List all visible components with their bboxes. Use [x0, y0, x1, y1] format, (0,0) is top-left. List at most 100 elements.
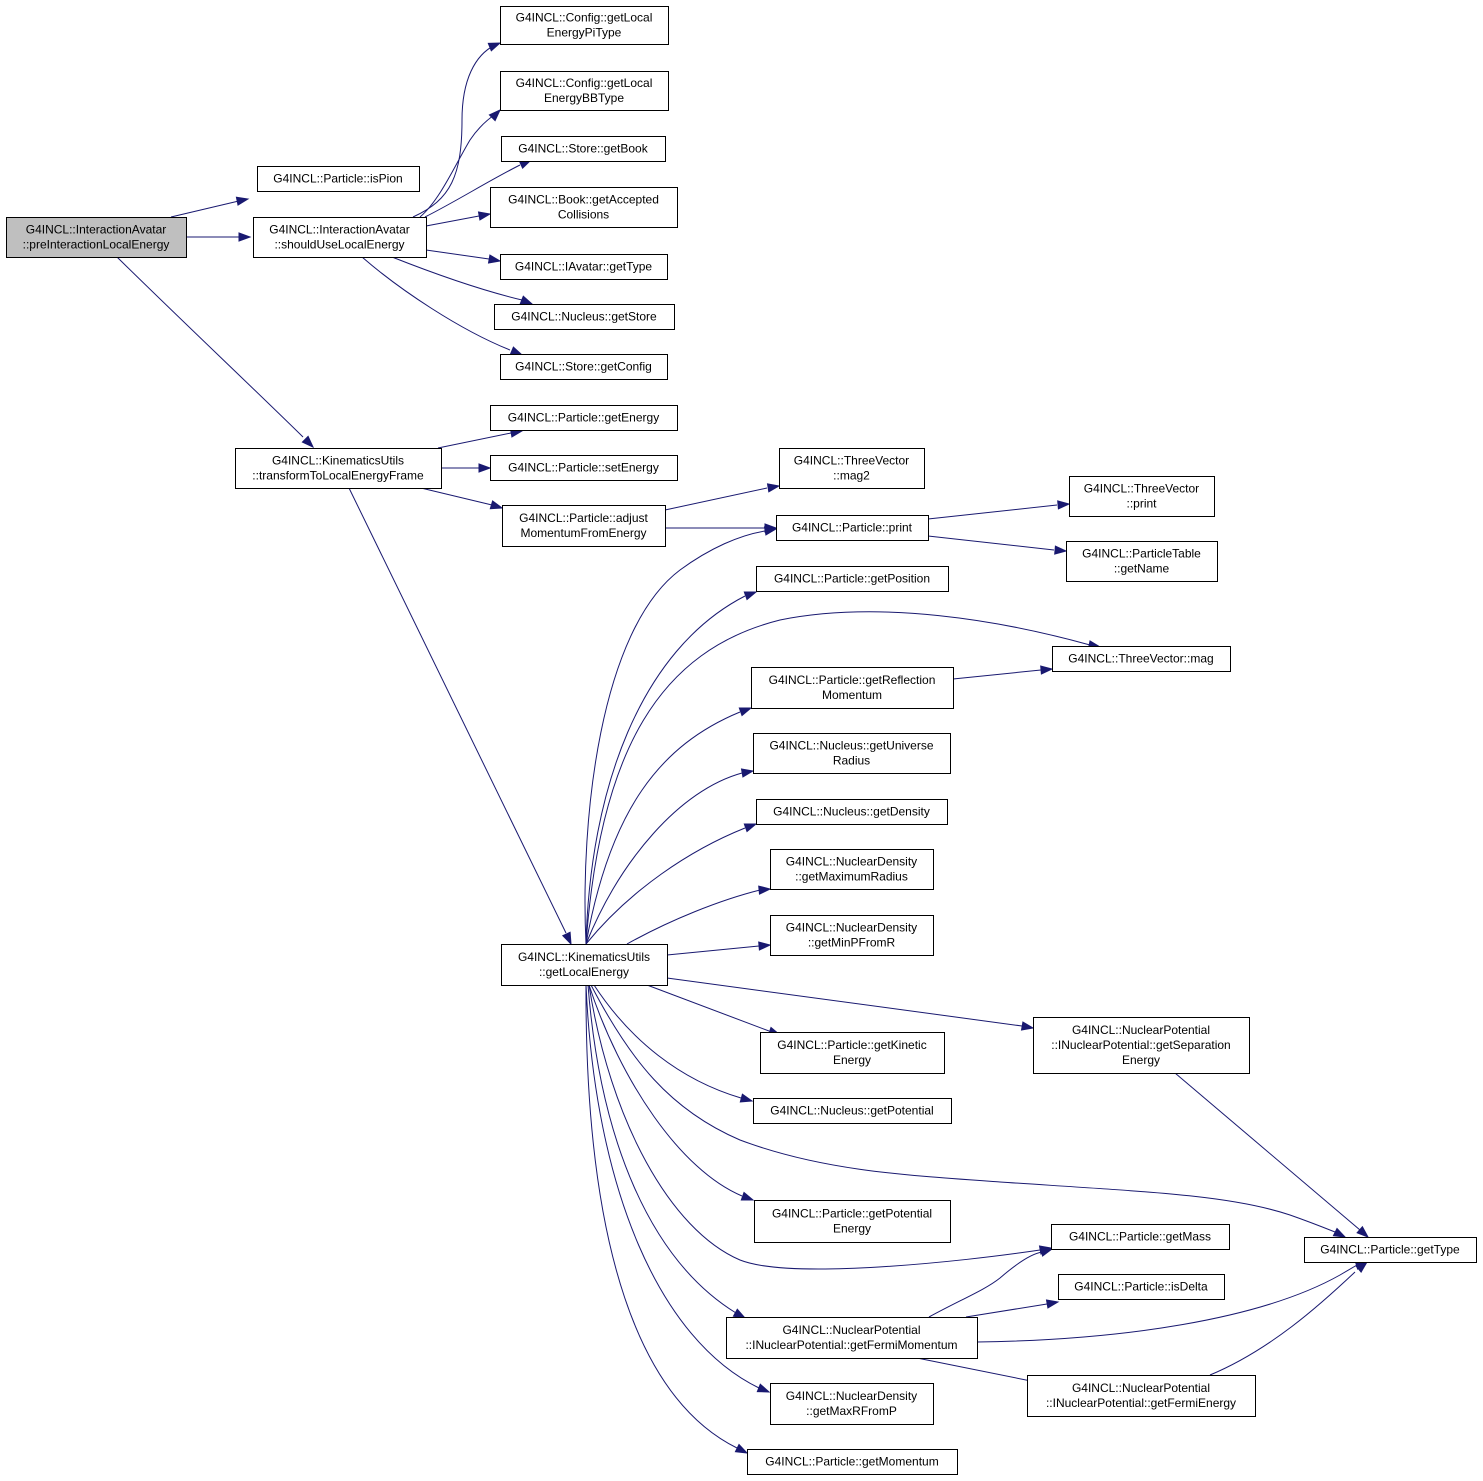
arrowhead-icon: [487, 42, 502, 52]
edge-line: [952, 669, 1042, 680]
node-maxRFromP[interactable]: G4INCL::NuclearDensity::getMaxRFromP: [770, 1383, 934, 1425]
node-label: G4INCL::KinematicsUtils: [518, 950, 650, 964]
arrowhead-icon: [1355, 1261, 1369, 1273]
edge-line: [419, 112, 498, 218]
edge-line: [116, 256, 304, 438]
edge-line: [585, 984, 738, 1449]
arrowhead-icon: [238, 232, 252, 242]
node-getEnergy[interactable]: G4INCL::Particle::getEnergy: [490, 405, 678, 431]
node-box: [500, 254, 668, 280]
edge-line: [1174, 1072, 1361, 1231]
edge-pprint: [927, 500, 1071, 520]
node-box: [490, 455, 678, 481]
node-storeConfig[interactable]: G4INCL::Store::getConfig: [500, 354, 668, 380]
node-box: [1304, 1237, 1477, 1263]
node-iavType[interactable]: G4INCL::IAvatar::getType: [500, 254, 668, 280]
node-label: Collisions: [558, 208, 609, 222]
node-nucStore[interactable]: G4INCL::Nucleus::getStore: [494, 304, 675, 330]
edge-fermiMom: [976, 1260, 1369, 1343]
node-box: [1058, 1274, 1225, 1300]
node-box: [257, 166, 420, 192]
node-label: ::INuclearPotential::getSeparation: [1051, 1038, 1230, 1052]
node-nucPot[interactable]: G4INCL::Nucleus::getPotential: [753, 1098, 952, 1124]
node-label: G4INCL::Particle::isDelta: [1074, 1280, 1208, 1294]
node-label: MomentumFromEnergy: [520, 526, 646, 540]
node-sepEnergy[interactable]: G4INCL::NuclearPotential::INuclearPotent…: [1033, 1017, 1250, 1074]
edge-getLocal: [587, 984, 747, 1319]
edge-shouldUse: [425, 211, 492, 227]
node-getType[interactable]: G4INCL::Particle::getType: [1304, 1237, 1477, 1263]
arrowhead-icon: [489, 500, 504, 510]
node-adjust[interactable]: G4INCL::Particle::adjustMomentumFromEner…: [502, 505, 666, 547]
node-box: [756, 566, 949, 592]
edge-line: [585, 984, 760, 1389]
arrowhead-icon: [1045, 1299, 1060, 1309]
edge-line: [590, 984, 1336, 1233]
node-maxRad[interactable]: G4INCL::NuclearDensity::getMaximumRadius: [770, 849, 934, 890]
node-box: [756, 799, 948, 825]
node-fermiEn[interactable]: G4INCL::NuclearPotential::INuclearPotent…: [1027, 1375, 1256, 1417]
node-label: G4INCL::Config::getLocal: [516, 76, 653, 90]
arrowhead-icon: [738, 707, 753, 717]
edge-line: [437, 432, 512, 449]
edge-transform: [441, 463, 492, 473]
arrowhead-icon: [766, 483, 781, 493]
node-storeBook[interactable]: G4INCL::Store::getBook: [501, 136, 666, 162]
node-fermiMom[interactable]: G4INCL::NuclearPotential::INuclearPotent…: [726, 1317, 978, 1359]
node-mag[interactable]: G4INCL::ThreeVector::mag: [1052, 646, 1231, 672]
edge-line: [348, 487, 567, 934]
node-getPos[interactable]: G4INCL::Particle::getPosition: [756, 566, 949, 592]
node-getLocal[interactable]: G4INCL::KinematicsUtils::getLocalEnergy: [501, 944, 668, 986]
node-transform[interactable]: G4INCL::KinematicsUtils::transformToLoca…: [235, 448, 442, 489]
edge-line: [170, 199, 244, 218]
node-getMass[interactable]: G4INCL::Particle::getMass: [1051, 1224, 1230, 1250]
node-box: [490, 405, 678, 431]
node-label: Energy: [833, 1053, 871, 1067]
node-label: G4INCL::Particle::print: [792, 521, 913, 535]
node-setEnergy[interactable]: G4INCL::Particle::setEnergy: [490, 455, 678, 481]
node-label: EnergyBBType: [544, 91, 624, 105]
node-label: G4INCL::Nucleus::getUniverse: [769, 739, 933, 753]
edge-fermiMom: [916, 1357, 1044, 1386]
edge-line: [585, 611, 1091, 945]
arrowhead-icon: [763, 526, 778, 536]
node-isPion[interactable]: G4INCL::Particle::isPion: [257, 166, 420, 192]
node-box: [1027, 1375, 1256, 1417]
node-label: G4INCL::Particle::getReflection: [769, 673, 936, 687]
edge-line: [391, 256, 523, 301]
node-box: [726, 1317, 978, 1359]
arrowhead-icon: [758, 885, 772, 895]
node-minP[interactable]: G4INCL::NuclearDensity::getMinPFromR: [770, 915, 934, 956]
node-shouldUse[interactable]: G4INCL::InteractionAvatar::shouldUseLoca…: [253, 217, 427, 258]
node-pprint[interactable]: G4INCL::Particle::print: [776, 515, 929, 541]
node-label: G4INCL::Particle::getPotential: [772, 1207, 932, 1221]
node-getDensity[interactable]: G4INCL::Nucleus::getDensity: [756, 799, 948, 825]
edge-line: [425, 215, 480, 227]
node-box: [1033, 1017, 1250, 1074]
edge-shouldUse: [391, 256, 534, 305]
arrowhead-icon: [740, 1191, 755, 1201]
edge-getLocal: [593, 984, 754, 1103]
node-getMom[interactable]: G4INCL::Particle::getMomentum: [747, 1449, 958, 1475]
node-label: G4INCL::Particle::getPosition: [774, 572, 930, 586]
node-label: ::shouldUseLocalEnergy: [274, 238, 404, 252]
node-mag2[interactable]: G4INCL::ThreeVector::mag2: [779, 448, 925, 489]
node-isDelta[interactable]: G4INCL::Particle::isDelta: [1058, 1274, 1225, 1300]
node-label: ::getMaxRFromP: [806, 1404, 897, 1418]
edge-line: [965, 1303, 1048, 1318]
node-ptName[interactable]: G4INCL::ParticleTable::getName: [1066, 541, 1218, 582]
arrowhead-icon: [1040, 665, 1054, 675]
edge-getLocal: [588, 984, 755, 1201]
node-box: [6, 217, 187, 258]
arrowhead-icon: [487, 254, 502, 264]
node-label: G4INCL::Particle::getMass: [1069, 1230, 1211, 1244]
arrowhead-icon: [561, 931, 572, 946]
node-tvprint[interactable]: G4INCL::ThreeVector::print: [1069, 476, 1215, 517]
